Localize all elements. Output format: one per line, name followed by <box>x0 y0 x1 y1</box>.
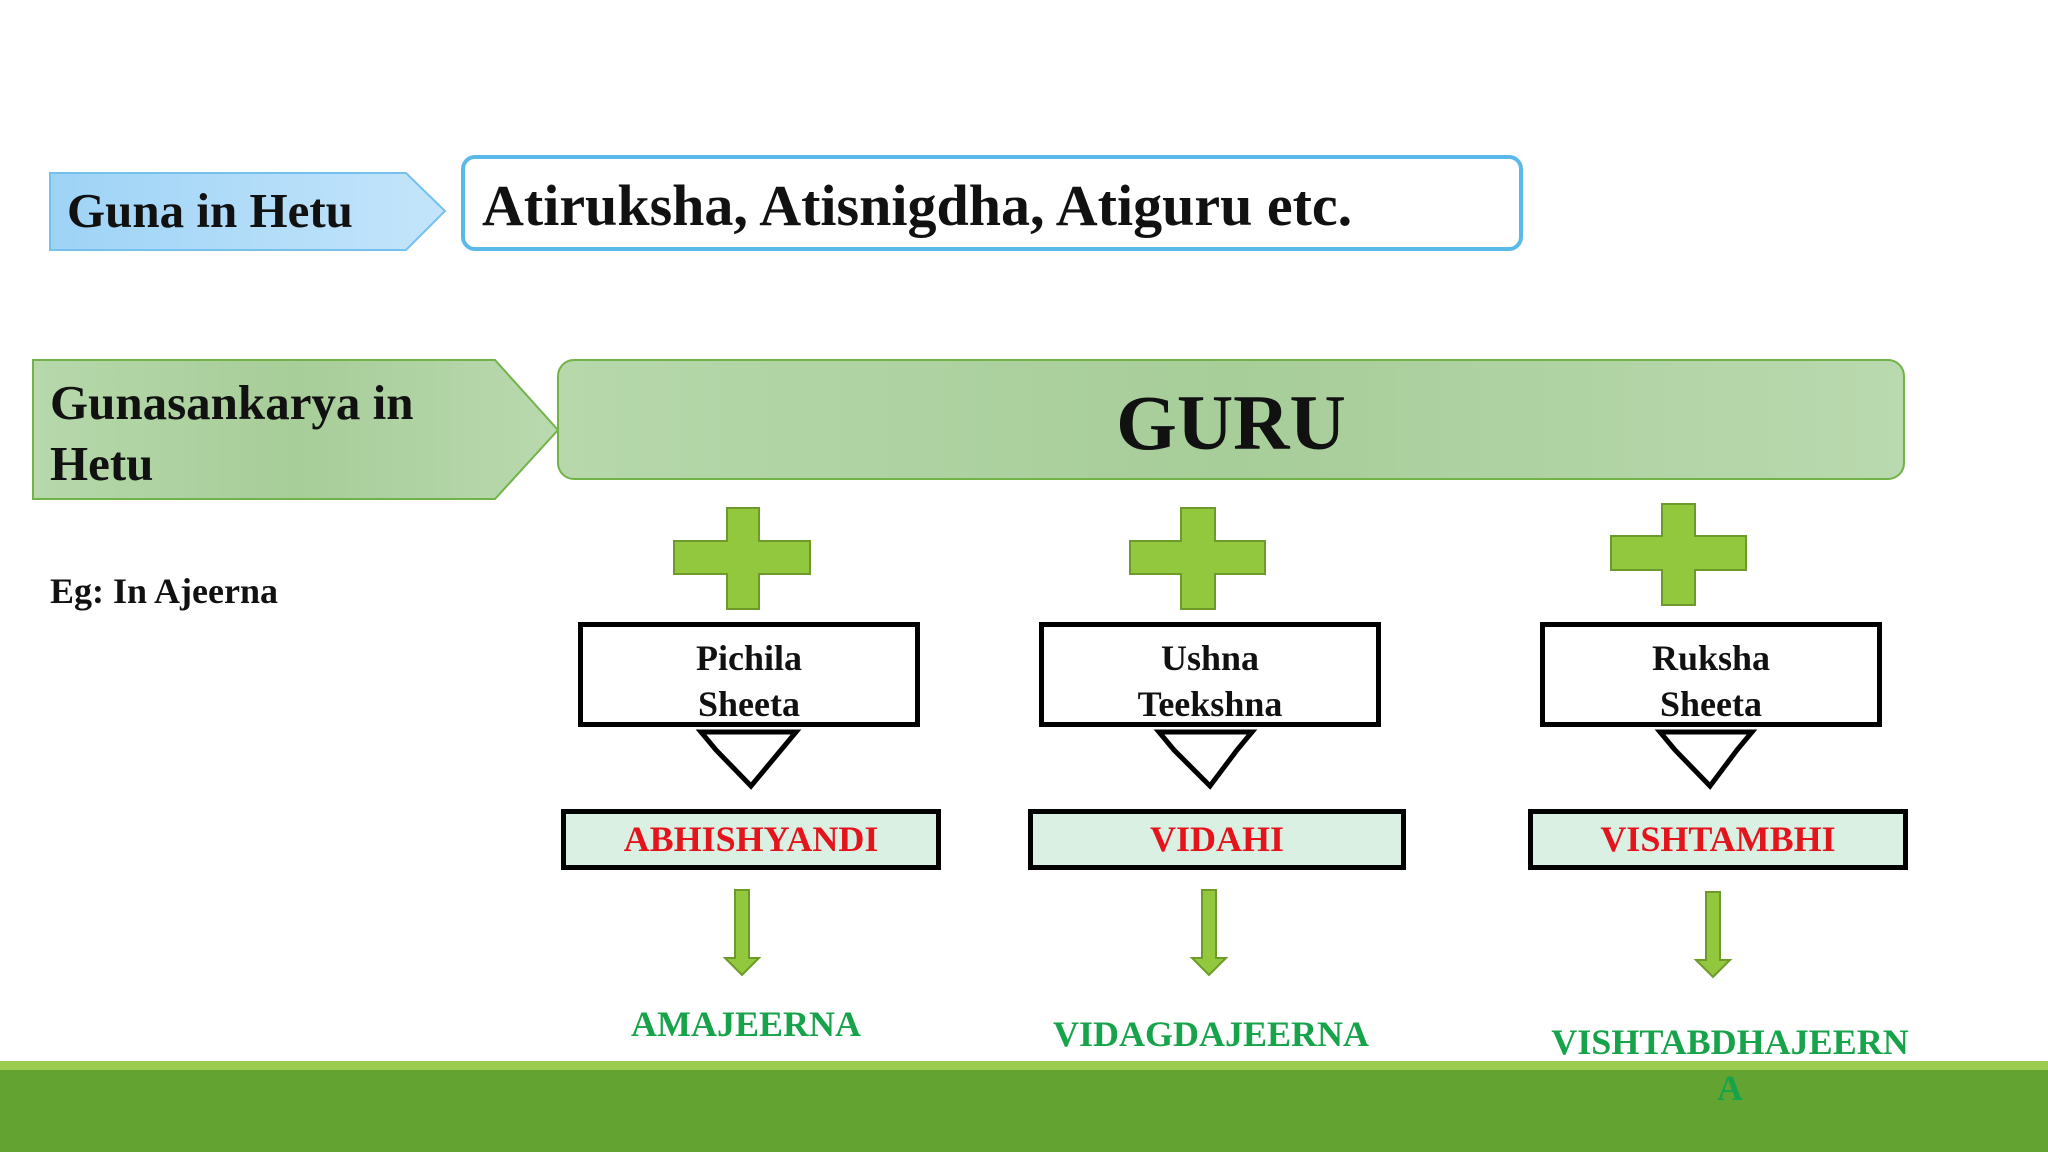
result-text: ABHISHYANDI <box>623 819 879 859</box>
outcome-text: VISHTABDHAJEERNA <box>1551 1022 1909 1108</box>
guru-title: GURU <box>1116 379 1346 466</box>
green-down-arrow-icon <box>1693 891 1733 979</box>
green-down-arrow-icon <box>722 889 762 977</box>
down-arrow-icon <box>1654 729 1758 790</box>
footer-band <box>0 1070 2048 1152</box>
guna-value-text: Atiruksha, Atisnigdha, Atiguru etc. <box>482 173 1353 238</box>
down-arrow-icon <box>1153 729 1258 790</box>
guna-tag-shape <box>49 172 447 251</box>
result-text: VIDAHI <box>1149 819 1284 859</box>
down-arrow-icon <box>695 729 802 790</box>
guna-box <box>578 622 920 727</box>
result-text: VISHTAMBHI <box>1600 819 1836 859</box>
plus-icon <box>673 507 811 610</box>
guna-in-hetu-label: Guna in Hetu <box>67 183 353 238</box>
example-label: Eg: In Ajeerna <box>50 571 278 611</box>
plus-icon <box>1129 507 1266 610</box>
outcome-text: AMAJEERNA <box>631 1004 861 1044</box>
guna-value-box <box>461 155 1523 251</box>
footer-stripe <box>0 1061 2048 1070</box>
guru-bar <box>557 359 1905 480</box>
green-down-arrow-icon <box>1189 889 1229 977</box>
guna-box <box>1039 622 1381 727</box>
guna-box <box>1540 622 1882 727</box>
plus-icon <box>1610 503 1747 606</box>
result-box <box>1528 809 1908 870</box>
gunasankarya-tag-shape <box>32 359 560 500</box>
outcome-text: VIDAGDAJEERNA <box>1052 1014 1370 1054</box>
result-box <box>1028 809 1406 870</box>
result-box <box>561 809 941 870</box>
